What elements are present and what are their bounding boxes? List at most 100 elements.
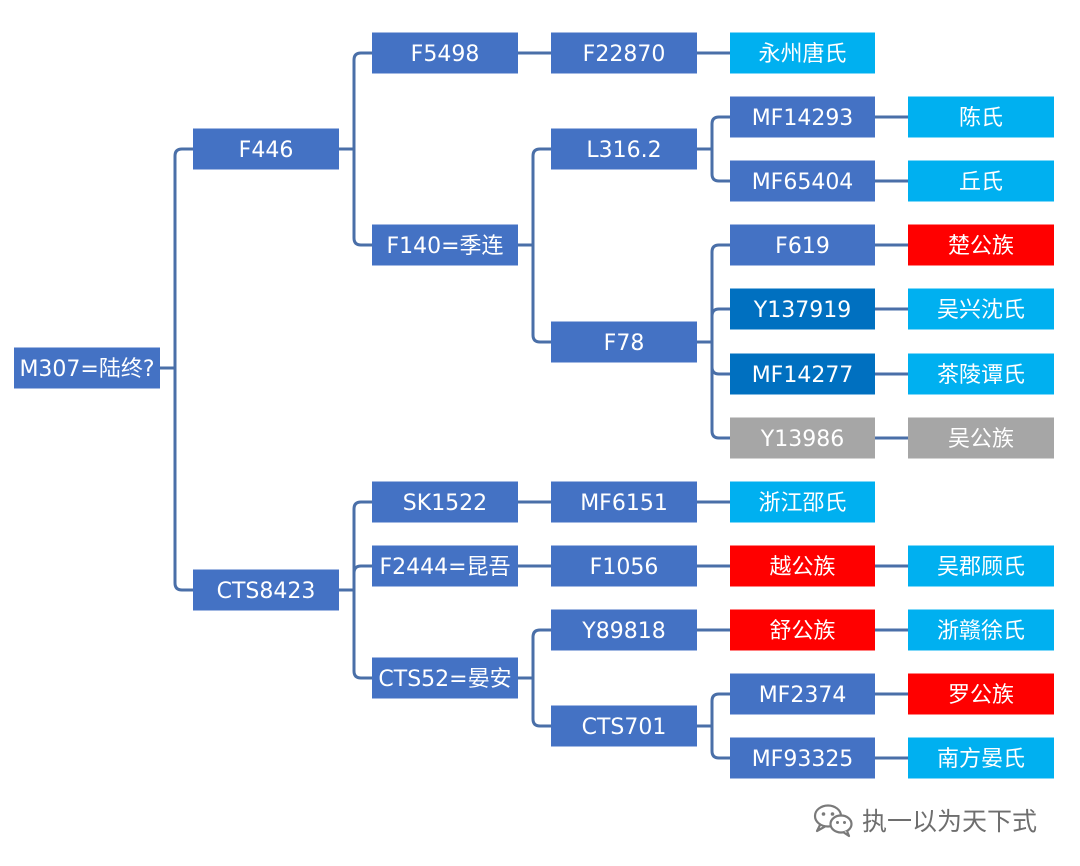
node-box-chugong [908,224,1054,266]
connector-cts8423-sk1522 [352,500,372,590]
node-label-f446: F446 [239,138,294,163]
tree-node-mf65404: MF65404 [730,160,875,202]
connector-cts701-mf2374 [710,692,730,726]
tree-node-f78: F78 [551,321,697,363]
node-label-chugong: 楚公族 [948,234,1014,259]
node-box-yongzhou [730,32,875,74]
node-box-y89818 [551,609,697,651]
tree-node-y89818: Y89818 [551,609,697,651]
node-box-f2444 [372,545,518,587]
node-label-cts8423: CTS8423 [217,579,316,604]
node-label-f1056: F1056 [590,555,659,580]
node-box-qiu [908,160,1054,202]
connector-f78-y137919 [710,307,730,342]
connector-cts8423-cts52 [352,590,372,680]
tree-node-mf14293: MF14293 [730,96,875,138]
node-box-mf93325 [730,737,875,779]
node-label-qiu: 丘氏 [959,170,1003,195]
node-label-f78: F78 [604,331,645,356]
node-box-cts8423 [193,569,339,611]
node-box-chalingtan [908,353,1054,395]
tree-node-wuxingshen: 吴兴沈氏 [908,288,1054,330]
node-box-chen [908,96,1054,138]
tree-node-f140: F140=季连 [372,224,518,266]
tree-connectors [160,51,908,760]
node-box-y137919 [730,288,875,330]
node-box-f5498 [372,32,518,74]
connector-f78-mf14277 [710,342,730,376]
tree-node-qiu: 丘氏 [908,160,1054,202]
node-label-sk1522: SK1522 [403,491,487,516]
node-box-mf14293 [730,96,875,138]
tree-node-yongzhou: 永州唐氏 [730,32,875,74]
node-label-f22870: F22870 [583,42,666,67]
node-box-l316 [551,128,697,170]
tree-node-zhejiangshao: 浙江邵氏 [730,481,875,523]
tree-node-zheganxu: 浙赣徐氏 [908,609,1054,651]
node-label-cts52: CTS52=晏安 [378,667,511,692]
node-box-shugong [730,609,875,651]
node-label-f5498: F5498 [411,42,480,67]
connector-f140-l316 [531,147,551,245]
connector-root-f446 [173,147,193,368]
node-box-zhejiangshao [730,481,875,523]
node-label-wugong: 吴公族 [948,427,1014,452]
node-label-wuxingshen: 吴兴沈氏 [937,298,1025,323]
node-box-f140 [372,224,518,266]
node-box-cts701 [551,705,697,747]
tree-node-chalingtan: 茶陵谭氏 [908,353,1054,395]
tree-node-mf14277: MF14277 [730,353,875,395]
connector-root-cts8423 [173,368,193,592]
node-label-chen: 陈氏 [959,106,1003,131]
node-label-y89818: Y89818 [581,619,665,644]
node-box-mf6151 [551,481,697,523]
tree-node-shugong: 舒公族 [730,609,875,651]
watermark-text: 执一以为天下式 [862,807,1038,836]
tree-node-sk1522: SK1522 [372,481,518,523]
tree-node-cts701: CTS701 [551,705,697,747]
tree-node-mf2374: MF2374 [730,673,875,715]
node-box-wugong [908,417,1054,459]
node-label-root: M307=陆终? [19,357,154,382]
node-box-f1056 [551,545,697,587]
tree-node-f22870: F22870 [551,32,697,74]
node-box-root [14,347,160,389]
tree-node-root: M307=陆终? [14,347,160,389]
node-label-f619: F619 [775,234,830,259]
node-box-f78 [551,321,697,363]
node-label-y13986: Y13986 [760,427,844,452]
connector-f446-f5498 [352,51,372,149]
node-label-mf14293: MF14293 [752,106,854,131]
tree-node-wujungu: 吴郡顾氏 [908,545,1054,587]
node-label-yuegong: 越公族 [769,555,835,580]
connector-cts8423-f2444 [352,564,372,590]
node-label-luogong: 罗公族 [948,683,1014,708]
connector-l316-mf14293 [710,115,730,149]
node-label-mf2374: MF2374 [759,683,847,708]
node-label-y137919: Y137919 [753,298,851,323]
node-label-mf6151: MF6151 [580,491,668,516]
tree-node-mf93325: MF93325 [730,737,875,779]
tree-node-f446: F446 [193,128,339,170]
node-label-cts701: CTS701 [582,715,667,740]
node-box-y13986 [730,417,875,459]
connector-f78-f619 [710,243,730,342]
node-box-f446 [193,128,339,170]
tree-node-luogong: 罗公族 [908,673,1054,715]
node-label-mf65404: MF65404 [752,170,854,195]
node-label-zheganxu: 浙赣徐氏 [937,619,1025,644]
node-label-yongzhou: 永州唐氏 [758,42,846,67]
watermark: 执一以为天下式 [812,800,1037,840]
node-box-cts52 [372,657,518,699]
node-box-nanfangyan [908,737,1054,779]
tree-node-chugong: 楚公族 [908,224,1054,266]
connector-cts52-cts701 [531,678,551,728]
tree-nodes: M307=陆终?F446CTS8423F5498F140=季连SK1522F24… [14,32,1054,779]
node-label-l316: L316.2 [586,138,661,163]
tree-node-chen: 陈氏 [908,96,1054,138]
node-box-f22870 [551,32,697,74]
tree-node-l316: L316.2 [551,128,697,170]
connector-cts52-y89818 [531,628,551,678]
node-label-mf93325: MF93325 [752,747,854,772]
